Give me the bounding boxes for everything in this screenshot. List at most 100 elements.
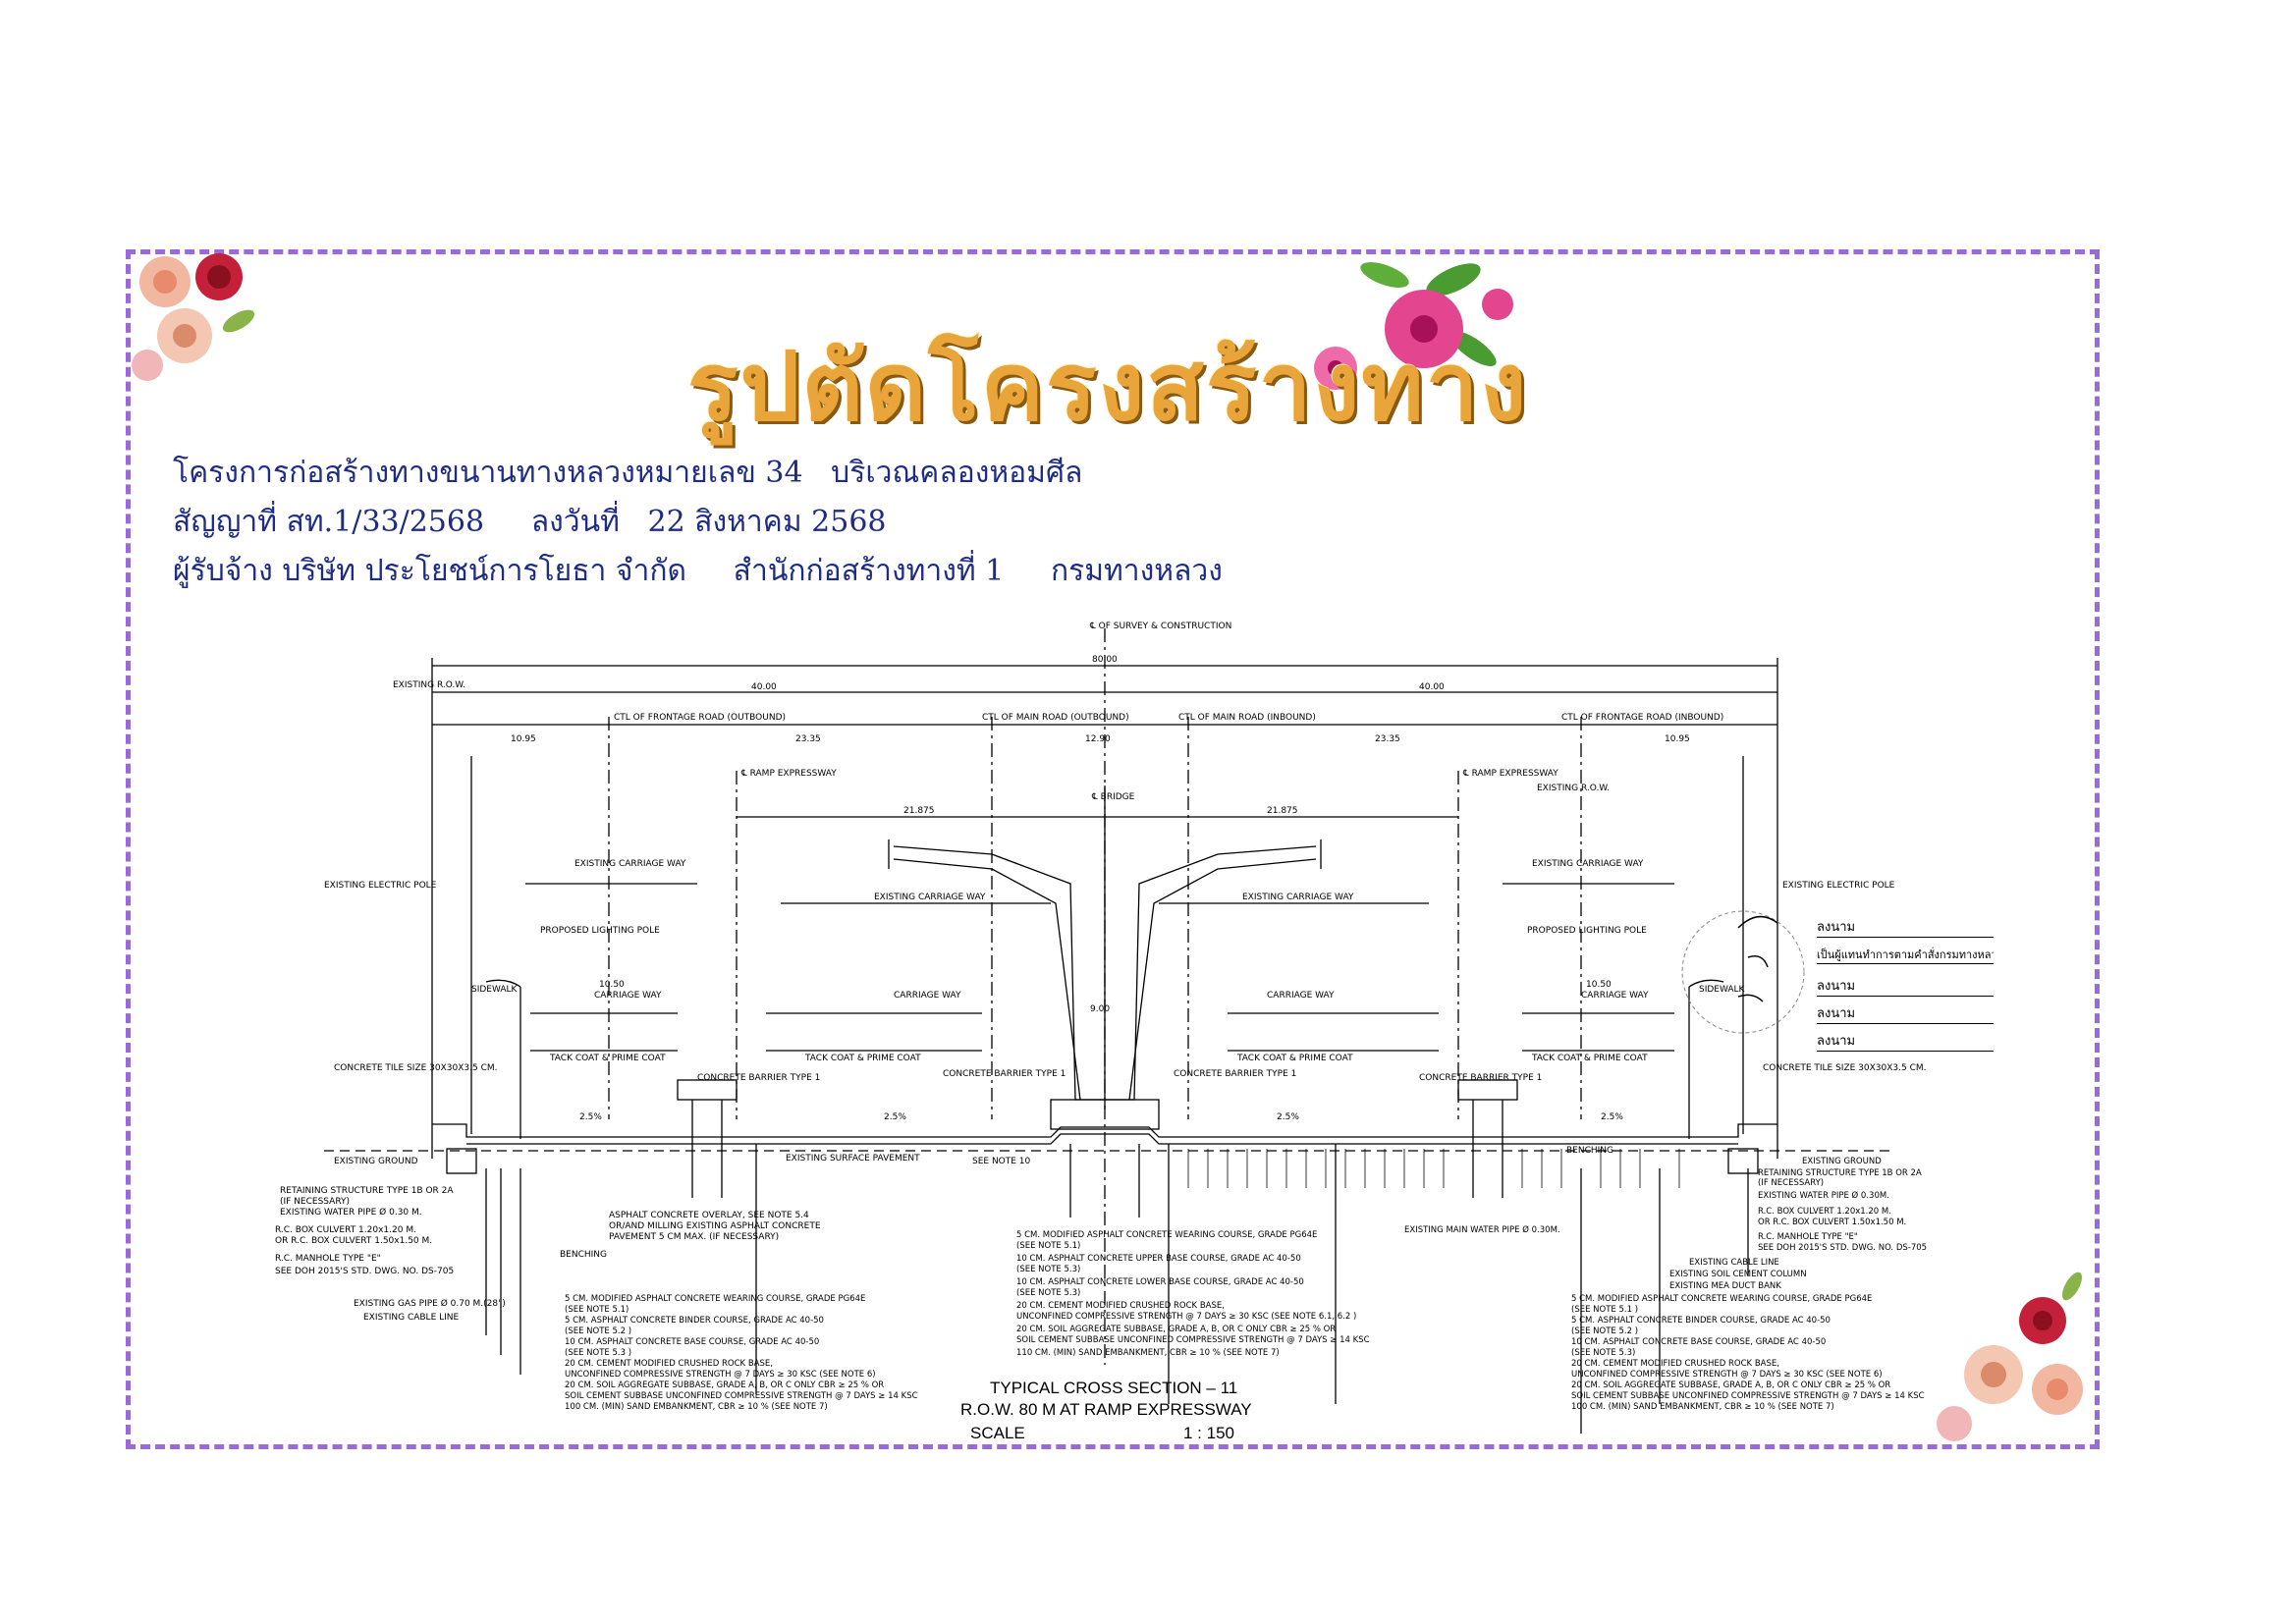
project-name: โครงการก่อสร้างทางขนานทางหลวงหมายเลข 34 …: [173, 456, 1083, 490]
layer-left: UNCONFINED COMPRESSIVE STRENGTH @ 7 DAYS…: [565, 1370, 876, 1380]
signature-row: เป็นผู้แทนทำการตามคำสั่งกรมทางหลวง: [1817, 946, 1994, 964]
concrete-tile-left: CONCRETE TILE SIZE 30X30X3.5 CM.: [334, 1063, 497, 1073]
layer-left: (SEE NOTE 5.1): [565, 1305, 629, 1315]
layers-right: 5 CM. MODIFIED ASPHALT CONCRETE WEARING …: [1571, 1294, 1925, 1412]
concrete-tile-right: CONCRETE TILE SIZE 30X30X3.5 CM.: [1763, 1063, 1926, 1073]
layer-left: (SEE NOTE 5.2 ): [565, 1326, 631, 1336]
ctl-main-in: CTL OF MAIN ROAD (INBOUND): [1178, 713, 1316, 723]
flower-decoration-title: [1314, 262, 1513, 390]
existing-carriage-right: EXISTING CARRIAGE WAY: [1532, 859, 1644, 869]
existing-pole-left: EXISTING ELECTRIC POLE: [324, 881, 437, 891]
carriage-way-main-left: CARRIAGE WAY: [894, 991, 961, 1001]
note-left: EXISTING GAS PIPE Ø 0.70 M.(28"): [354, 1298, 506, 1309]
note-left: RETAINING STRUCTURE TYPE 1B OR 2A: [280, 1186, 454, 1196]
asphalt-overlay: PAVEMENT 5 CM MAX. (IF NECESSARY): [609, 1232, 779, 1242]
layers-left: 5 CM. MODIFIED ASPHALT CONCRETE WEARING …: [565, 1294, 918, 1412]
note-left: OR R.C. BOX CULVERT 1.50x1.50 M.: [275, 1236, 432, 1246]
half-right-dim: 40.00: [1419, 682, 1445, 692]
caption-title: TYPICAL CROSS SECTION – 11: [990, 1379, 1238, 1397]
layer-left: 20 CM. SOIL AGGREGATE SUBBASE, GRADE A, …: [565, 1380, 884, 1390]
barrier-3: CONCRETE BARRIER TYPE 1: [1174, 1069, 1296, 1079]
stamp-circle: [1681, 910, 1805, 1034]
layers-main: 5 CM. MODIFIED ASPHALT CONCRETE WEARING …: [1016, 1230, 1370, 1358]
signature-row: ลงนาม: [1817, 1030, 1994, 1052]
dim-2335-left: 23.35: [795, 734, 821, 744]
layer-left: 5 CM. MODIFIED ASPHALT CONCRETE WEARING …: [565, 1294, 865, 1304]
layer-left: 20 CM. CEMENT MODIFIED CRUSHED ROCK BASE…: [565, 1359, 773, 1369]
slope-4: 2.5%: [1601, 1112, 1623, 1122]
note-right: RETAINING STRUCTURE TYPE 1B OR 2A: [1758, 1168, 1922, 1178]
layer-right: UNCONFINED COMPRESSIVE STRENGTH @ 7 DAYS…: [1571, 1370, 1883, 1380]
survey-label: ℄ OF SURVEY & CONSTRUCTION: [1089, 622, 1231, 631]
existing-carriage-main-right: EXISTING CARRIAGE WAY: [1242, 893, 1354, 902]
note-right: R.C. MANHOLE TYPE "E": [1758, 1232, 1858, 1242]
page-title: รูปตัดโครงสร้างทาง: [687, 331, 1529, 442]
tack-coat-4: TACK COAT & PRIME COAT: [1531, 1054, 1648, 1063]
tack-coat-1: TACK COAT & PRIME COAT: [549, 1054, 666, 1063]
ctl-frontage-in: CTL OF FRONTAGE ROAD (INBOUND): [1561, 713, 1723, 723]
layer-left: (SEE NOTE 5.3 ): [565, 1348, 631, 1358]
layer-right: (SEE NOTE 5.3): [1571, 1348, 1635, 1358]
row-total-dim: 80.00: [1092, 655, 1118, 665]
ctl-frontage-out: CTL OF FRONTAGE ROAD (OUTBOUND): [614, 713, 786, 723]
existing-row-right: EXISTING R.O.W.: [1537, 784, 1610, 793]
dim-1290: 12.90: [1085, 734, 1111, 744]
note-left: R.C. BOX CULVERT 1.20x1.20 M.: [275, 1225, 416, 1235]
layer-right: SOIL CEMENT SUBBASE UNCONFINED COMPRESSI…: [1571, 1391, 1925, 1401]
notes-left: RETAINING STRUCTURE TYPE 1B OR 2A (IF NE…: [275, 1186, 821, 1323]
slope-2: 2.5%: [884, 1112, 906, 1122]
note-right: R.C. BOX CULVERT 1.20x1.20 M.: [1758, 1207, 1891, 1217]
half-left-dim: 40.00: [751, 682, 777, 692]
layer-right: (SEE NOTE 5.1 ): [1571, 1305, 1638, 1315]
layer-main: SOIL CEMENT SUBBASE UNCONFINED COMPRESSI…: [1016, 1335, 1370, 1345]
slope-3: 2.5%: [1277, 1112, 1299, 1122]
note-right: EXISTING MAIN WATER PIPE Ø 0.30M.: [1404, 1224, 1560, 1235]
contract-info: สัญญาที่ สท.1/33/2568 ลงวันที่ 22 สิงหาค…: [173, 505, 887, 539]
layer-main: 20 CM. CEMENT MODIFIED CRUSHED ROCK BASE…: [1016, 1301, 1225, 1311]
sidewalk-left: SIDEWALK: [471, 985, 519, 995]
carriage-way-main-right: CARRIAGE WAY: [1267, 991, 1335, 1001]
ramp-right-label: ℄ RAMP EXPRESSWAY: [1462, 769, 1558, 779]
contractor-info: ผู้รับจ้าง บริษัท ประโยชน์การโยธา จำกัด …: [173, 554, 1223, 588]
lighting-pole-left: PROPOSED LIGHTING POLE: [540, 926, 660, 936]
ctl-main-out: CTL OF MAIN ROAD (OUTBOUND): [982, 713, 1129, 723]
signature-row: ลงนาม: [1817, 975, 1994, 997]
note-right: EXISTING WATER PIPE Ø 0.30M.: [1758, 1190, 1889, 1201]
note-right: EXISTING SOIL CEMENT COLUMN: [1669, 1270, 1807, 1279]
barrier-2: CONCRETE BARRIER TYPE 1: [943, 1069, 1066, 1079]
layer-right: 20 CM. SOIL AGGREGATE SUBBASE, GRADE A, …: [1571, 1380, 1890, 1390]
layer-right: 5 CM. MODIFIED ASPHALT CONCRETE WEARING …: [1571, 1294, 1872, 1304]
note-right: OR R.C. BOX CULVERT 1.50x1.50 M.: [1758, 1218, 1906, 1227]
carriage-dim-right: 10.50: [1586, 980, 1612, 990]
barrier-4: CONCRETE BARRIER TYPE 1: [1419, 1073, 1542, 1083]
ramp-left-label: ℄ RAMP EXPRESSWAY: [740, 769, 837, 779]
sidewalk-right: SIDEWALK: [1699, 985, 1746, 995]
signature-row: ลงนาม: [1817, 916, 1994, 938]
layer-left: 10 CM. ASPHALT CONCRETE BASE COURSE, GRA…: [565, 1337, 819, 1347]
flower-decoration-top-left: [132, 253, 255, 381]
signature-box: ลงนาม เป็นผู้แทนทำการตามคำสั่งกรมทางหลวง…: [1681, 908, 1994, 1052]
layer-left: 5 CM. ASPHALT CONCRETE BINDER COURSE, GR…: [565, 1316, 824, 1326]
tack-coat-2: TACK COAT & PRIME COAT: [804, 1054, 921, 1063]
note-left: SEE DOH 2015'S STD. DWG. NO. DS-705: [275, 1267, 454, 1276]
layer-main: 20 CM. SOIL AGGREGATE SUBBASE, GRADE A, …: [1016, 1325, 1336, 1334]
caption-row: R.O.W. 80 M AT RAMP EXPRESSWAY: [960, 1400, 1252, 1419]
carriage-dim-left: 10.50: [599, 980, 625, 990]
existing-ground-left: EXISTING GROUND: [334, 1157, 418, 1166]
dim-21875-left: 21.875: [903, 806, 935, 816]
carriage-way-right: CARRIAGE WAY: [1581, 991, 1649, 1001]
bridge-label: ℄ BRIDGE: [1091, 792, 1135, 802]
signature-row: ลงนาม: [1817, 1002, 1994, 1024]
layer-main: 10 CM. ASPHALT CONCRETE UPPER BASE COURS…: [1016, 1254, 1301, 1264]
tack-coat-3: TACK COAT & PRIME COAT: [1236, 1054, 1353, 1063]
existing-pole-right: EXISTING ELECTRIC POLE: [1782, 881, 1895, 891]
layer-right: 20 CM. CEMENT MODIFIED CRUSHED ROCK BASE…: [1571, 1359, 1779, 1369]
layer-main: UNCONFINED COMPRESSIVE STRENGTH @ 7 DAYS…: [1016, 1312, 1356, 1322]
caption-scale-label: SCALE: [970, 1424, 1025, 1442]
dim-1095-left: 10.95: [511, 734, 536, 744]
caption-scale-value: 1 : 150: [1183, 1424, 1234, 1442]
cross-section-drawing: ℄ OF SURVEY & CONSTRUCTION 80.00 40.00 4…: [275, 622, 1927, 1434]
layer-right: 10 CM. ASPHALT CONCRETE BASE COURSE, GRA…: [1571, 1337, 1826, 1347]
note-right: EXISTING MEA DUCT BANK: [1669, 1281, 1781, 1291]
page-border: [126, 249, 2100, 1449]
